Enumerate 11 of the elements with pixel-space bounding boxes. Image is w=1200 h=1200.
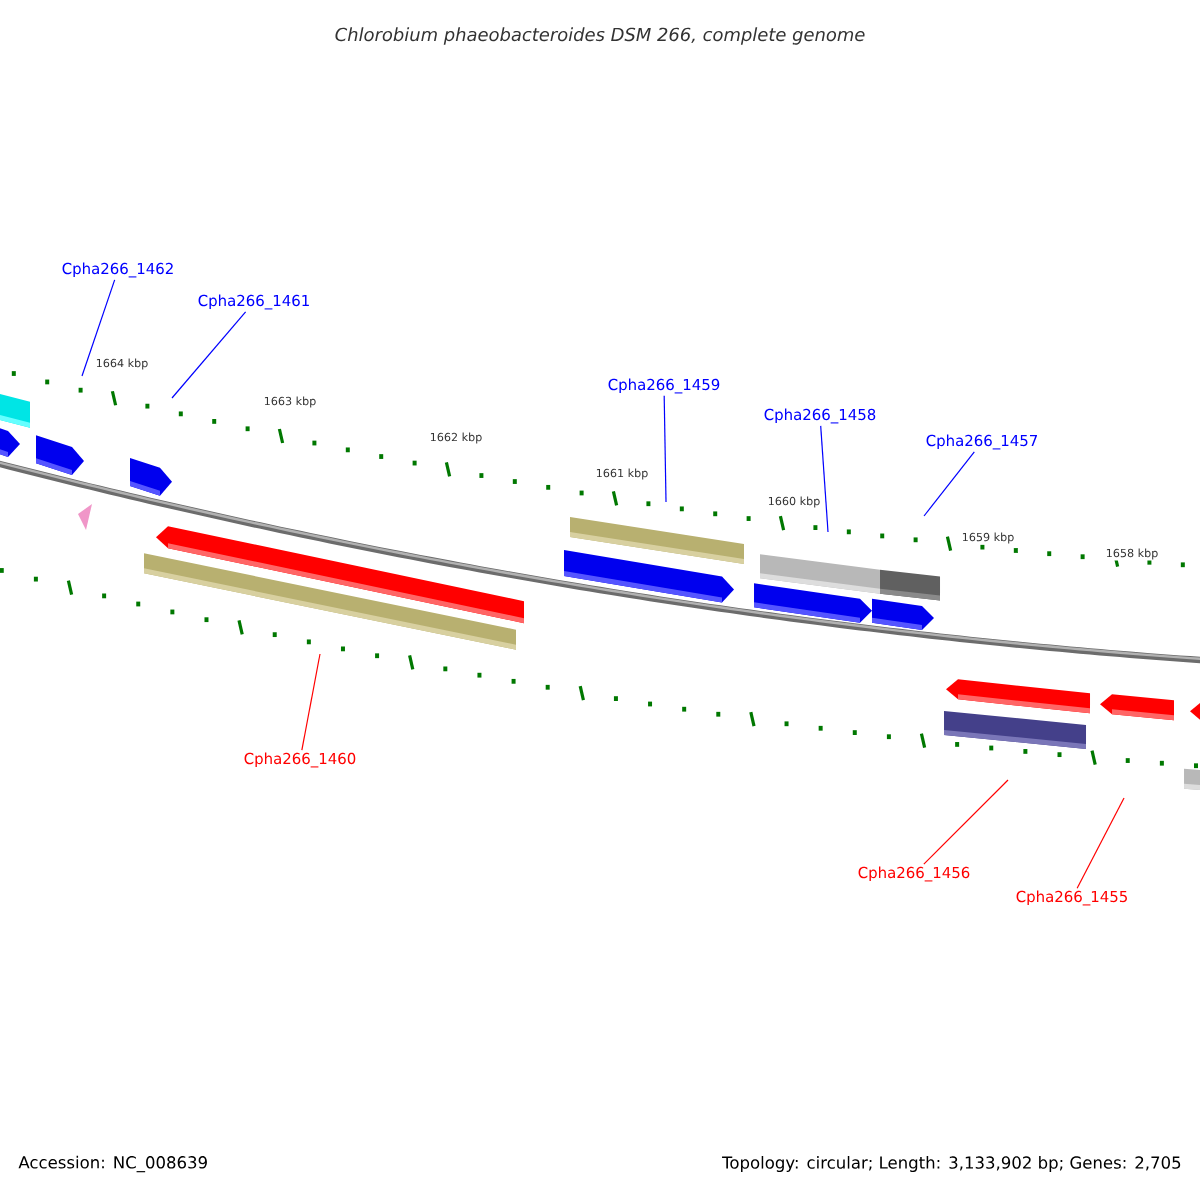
title: Chlorobium phaeobacteroides DSM 266, complete genome: [335, 27, 865, 45]
leader-line: [1076, 797, 1125, 889]
accession-text: Accession: NC_008639: [18, 1155, 207, 1173]
leader-line: [923, 451, 975, 517]
leader-line: [663, 395, 667, 503]
leader-line: [171, 311, 247, 399]
genome-info-text: Topology: circular; Length: 3,133,902 bp; Genes: 2,705: [722, 1156, 1181, 1172]
leader-line: [923, 779, 1009, 865]
leader-line: [81, 279, 116, 377]
leader-line: [301, 653, 321, 751]
leader-line: [820, 425, 829, 533]
